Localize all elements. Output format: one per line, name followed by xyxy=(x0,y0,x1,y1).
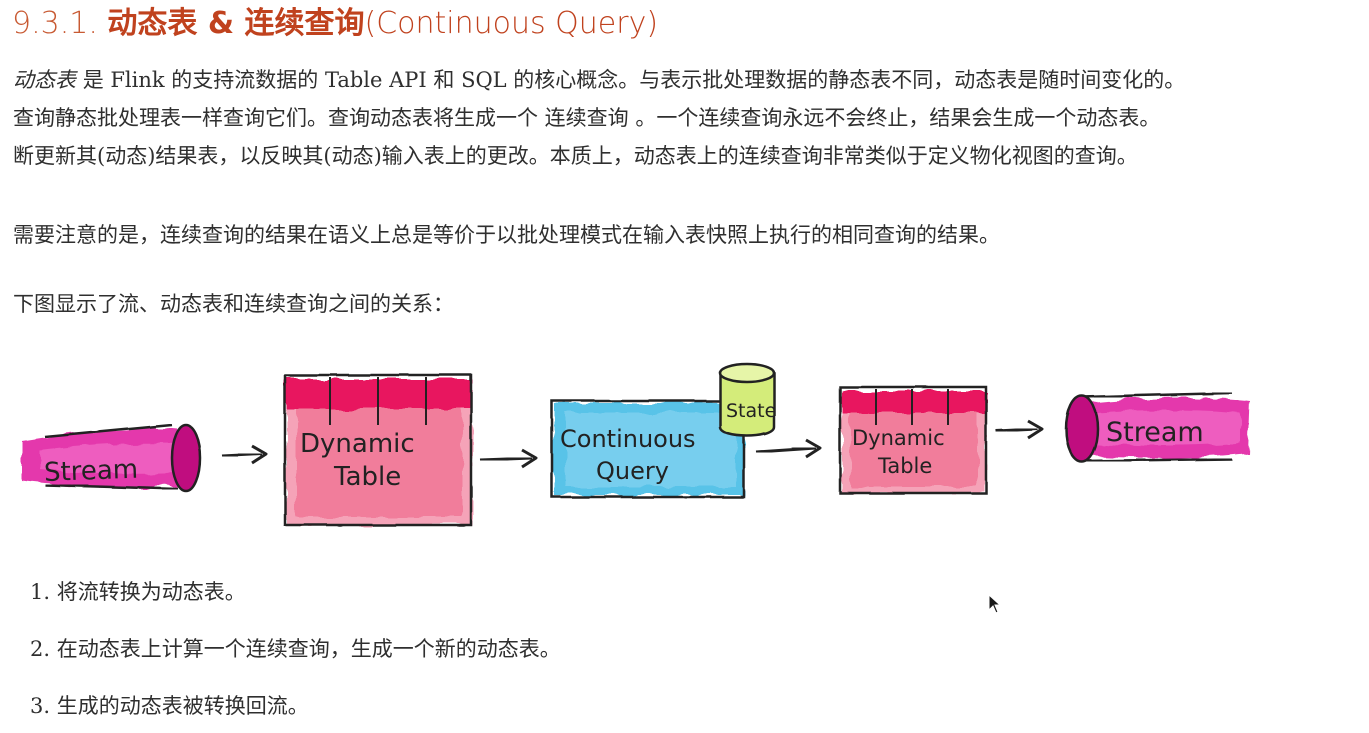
intro-term: 动态表 xyxy=(13,68,76,92)
diagram-intro-paragraph: 下图显示了流、动态表和连续查询之间的关系： xyxy=(13,292,454,316)
stream-table-query-diagram: Stream Dynamic Table Continuous Query St… xyxy=(0,355,1369,555)
intro-paragraph: 动态表 是 Flink 的支持流数据的 Table API 和 SQL 的核心概… xyxy=(13,61,1369,175)
list-item: 1. 将流转换为动态表。 xyxy=(30,580,246,604)
list-item: 2. 在动态表上计算一个连续查询，生成一个新的动态表。 xyxy=(30,637,561,661)
dynamic-table-in-label-1: Dynamic xyxy=(300,429,415,459)
stream-in-label: Stream xyxy=(44,455,139,488)
arrow-icon xyxy=(755,438,822,459)
stream-out-shape: Stream xyxy=(1064,391,1250,464)
dynamic-table-out-label-2: Table xyxy=(877,454,932,478)
dynamic-table-in-shape: Dynamic Table xyxy=(283,373,473,527)
arrow-icon xyxy=(479,448,538,469)
intro-line-3: 断更新其(动态)结果表，以反映其(动态)输入表上的更改。本质上，动态表上的连续查… xyxy=(13,144,1138,168)
intro-line-1-text: 是 Flink 的支持流数据的 Table API 和 SQL 的核心概念。与表… xyxy=(82,68,1186,92)
continuous-query-label-2: Query xyxy=(596,457,669,485)
dynamic-table-out-label-1: Dynamic xyxy=(852,426,945,450)
intro-line-1: 动态表 是 Flink 的支持流数据的 Table API 和 SQL 的核心概… xyxy=(13,61,1369,99)
section-title-en: (Continuous Query) xyxy=(364,6,659,41)
dynamic-table-out-shape: Dynamic Table xyxy=(838,385,988,495)
continuous-query-shape: Continuous Query xyxy=(550,399,746,499)
section-number: 9.3.1. xyxy=(12,6,98,41)
arrow-icon xyxy=(995,419,1044,440)
list-item: 3. 生成的动态表被转换回流。 xyxy=(30,694,309,718)
stream-in-shape: Stream xyxy=(22,423,202,493)
section-heading: 9.3.1. 动态表 & 连续查询(Continuous Query) xyxy=(12,2,658,46)
steps-list: 1. 将流转换为动态表。 2. 在动态表上计算一个连续查询，生成一个新的动态表。… xyxy=(30,572,561,733)
state-cylinder-icon: State xyxy=(718,362,776,438)
intro-line-2: 查询静态批处理表一样查询它们。查询动态表将生成一个 连续查询 。一个连续查询永远… xyxy=(13,106,1161,130)
stream-out-label: Stream xyxy=(1106,417,1204,448)
dynamic-table-in-label-2: Table xyxy=(333,462,401,492)
mouse-pointer-icon xyxy=(988,594,1002,614)
note-paragraph: 需要注意的是，连续查询的结果在语义上总是等价于以批处理模式在输入表快照上执行的相… xyxy=(13,223,1000,247)
state-label: State xyxy=(726,400,776,422)
section-title-cjk: 动态表 & 连续查询 xyxy=(107,6,365,41)
continuous-query-label-1: Continuous xyxy=(560,425,696,453)
arrow-icon xyxy=(221,444,268,465)
